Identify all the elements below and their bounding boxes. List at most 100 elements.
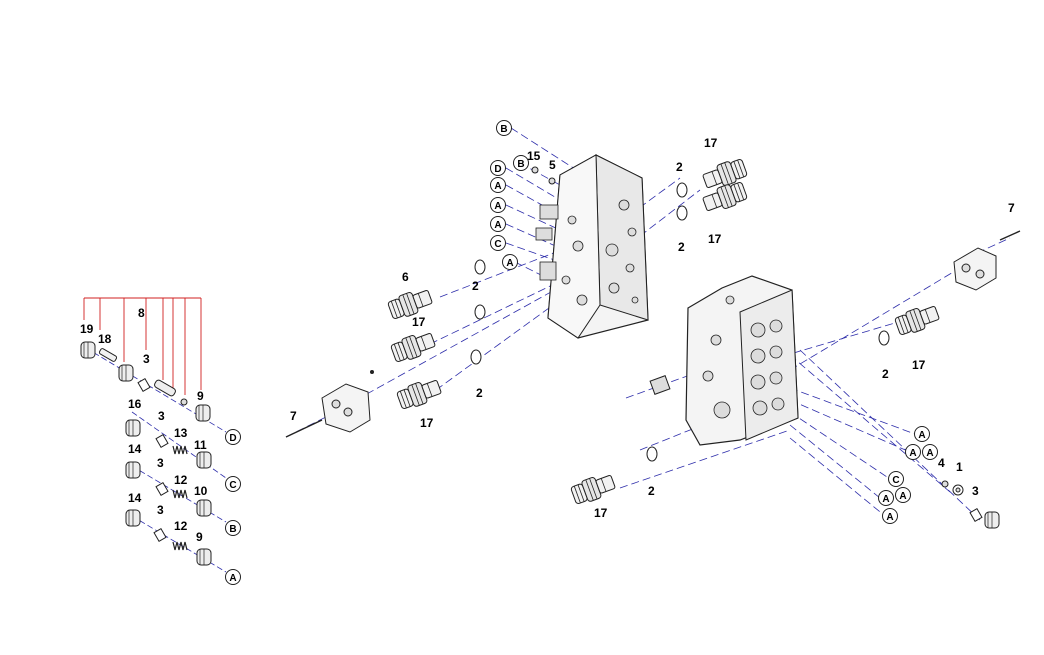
label-9: 9: [197, 389, 204, 403]
callout-B: B: [225, 520, 241, 536]
svg-text:D: D: [494, 164, 501, 175]
part-14-plug-row3: [125, 509, 141, 527]
left-subassembly: 8 19 18 3 9 16 3 13 11 14 3 12 10 14 3 1…: [80, 297, 241, 585]
label-3: 3: [157, 503, 164, 517]
part-17-valve: [569, 470, 618, 507]
label-12: 12: [174, 519, 188, 533]
label-13: 13: [174, 426, 188, 440]
part-3-washer: [137, 377, 151, 393]
callout-A: A: [490, 177, 506, 193]
svg-text:C: C: [494, 239, 501, 250]
label-2: 2: [882, 367, 889, 381]
upper-valve-block: 7 6 17 17 2 2 15 5 17 17 2 2 B D B A A: [285, 120, 749, 438]
callout-A: A: [922, 444, 938, 460]
callout-A: A: [905, 444, 921, 460]
part-8-plug: [118, 364, 134, 382]
part-7-solenoid: [953, 230, 1021, 291]
label-19: 19: [80, 322, 94, 336]
part-9-plug: [195, 404, 211, 422]
label-2: 2: [676, 160, 683, 174]
label-18: 18: [98, 332, 112, 346]
part-12-spring-row3: [172, 541, 188, 551]
part-3-washer-row2: [155, 481, 169, 497]
label-4: 4: [938, 456, 945, 470]
part-3-washer-row3: [153, 527, 167, 543]
svg-text:A: A: [882, 494, 889, 505]
label-17: 17: [704, 136, 718, 150]
label-3: 3: [157, 456, 164, 470]
callout-C: C: [888, 471, 904, 487]
part-2-oring: [470, 349, 482, 365]
part-6-valve: [386, 285, 435, 322]
svg-text:A: A: [494, 181, 501, 192]
part-8-ball: [180, 398, 188, 406]
svg-text:A: A: [494, 201, 501, 212]
part-15-ball: [531, 166, 539, 174]
callout-A: A: [914, 426, 930, 442]
svg-text:A: A: [886, 512, 893, 523]
callout-D: D: [225, 429, 241, 445]
svg-text:A: A: [494, 220, 501, 231]
label-14: 14: [128, 442, 142, 456]
label-2: 2: [472, 279, 479, 293]
label-1: 1: [956, 460, 963, 474]
callout-A: A: [225, 569, 241, 585]
part-8-spool: [154, 379, 176, 397]
label-12: 12: [174, 473, 188, 487]
svg-text:B: B: [500, 124, 507, 135]
part-2-oring: [646, 446, 658, 462]
label-17: 17: [708, 232, 722, 246]
part-plate: [649, 375, 671, 395]
svg-text:B: B: [229, 524, 236, 535]
callout-A: A: [882, 508, 898, 524]
label-2: 2: [678, 240, 685, 254]
part-2-oring: [474, 304, 486, 320]
part-19-cap: [80, 341, 96, 359]
label-17: 17: [912, 358, 926, 372]
label-11: 11: [194, 438, 207, 452]
svg-text:B: B: [517, 159, 524, 170]
label-7: 7: [290, 409, 297, 423]
label-6: 6: [402, 270, 409, 284]
callout-A: A: [502, 254, 518, 270]
label-3: 3: [972, 484, 979, 498]
label-17: 17: [412, 315, 426, 329]
label-7: 7: [1008, 201, 1015, 215]
callout-B: B: [496, 120, 512, 136]
callout-A: A: [490, 197, 506, 213]
part-18-pin: [98, 348, 118, 362]
svg-text:A: A: [229, 573, 236, 584]
svg-text:A: A: [899, 491, 906, 502]
part-13-spring: [172, 445, 188, 455]
label-2: 2: [648, 484, 655, 498]
label-3: 3: [143, 352, 150, 366]
part-16-plug: [125, 419, 141, 437]
svg-text:C: C: [892, 475, 899, 486]
svg-text:A: A: [506, 258, 513, 269]
label-15: 15: [527, 149, 541, 163]
part-9-plug-row3: [196, 548, 212, 566]
label-5: 5: [549, 158, 556, 172]
label-3: 3: [158, 409, 165, 423]
part-17-valve: [893, 301, 942, 338]
svg-text:A: A: [918, 430, 925, 441]
part-2-oring: [676, 182, 688, 198]
label-2: 2: [476, 386, 483, 400]
part-plug-end: [984, 511, 1000, 529]
callout-A: A: [878, 490, 894, 506]
label-8: 8: [138, 306, 145, 320]
part-14-plug-row2: [125, 461, 141, 479]
part-7-solenoid: [285, 370, 374, 438]
callout-A: A: [490, 216, 506, 232]
callout-C: C: [490, 235, 506, 251]
callout-A: A: [895, 487, 911, 503]
svg-text:A: A: [909, 448, 916, 459]
label-16: 16: [128, 397, 142, 411]
callout-C: C: [225, 476, 241, 492]
lower-valve-block: 7 2 17 2 17 4 1 3 A A A C A A: [569, 201, 1021, 529]
svg-text:C: C: [229, 480, 236, 491]
label-9: 9: [196, 530, 203, 544]
part-11-plug: [196, 451, 212, 469]
part-10-plug: [196, 499, 212, 517]
callout-B: B: [513, 155, 529, 171]
